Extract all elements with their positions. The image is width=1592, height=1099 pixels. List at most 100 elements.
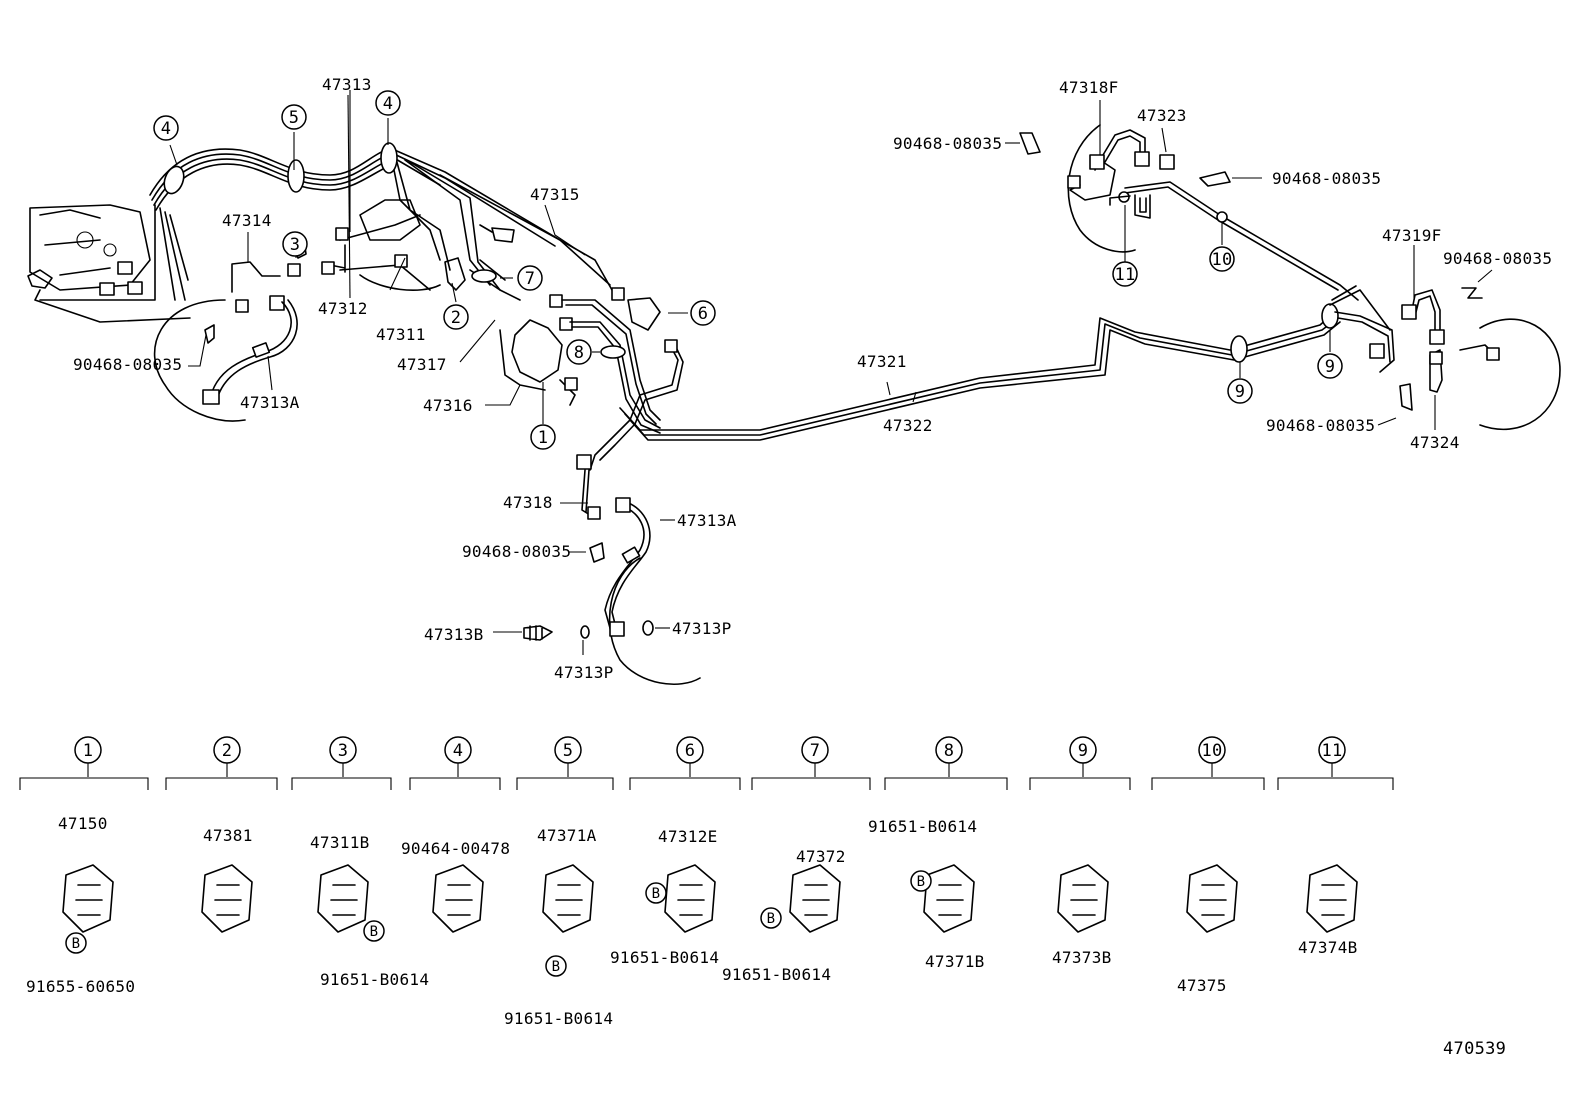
legend-key-9: 9: [1078, 741, 1089, 761]
legend-bracket: [516, 777, 614, 790]
legend-key-11: 11: [1321, 741, 1342, 761]
marker-9b: 9: [1325, 357, 1336, 377]
label-47324: 47324: [1410, 433, 1460, 452]
label-47314: 47314: [222, 211, 272, 230]
part-sketch-3: [317, 864, 369, 933]
part-sketch-11: [1306, 864, 1358, 933]
legend-part-5: 47371A: [537, 826, 597, 845]
marker-9a: 9: [1235, 382, 1246, 402]
legend-bracket: [165, 777, 278, 790]
diagram-id: 470539: [1443, 1039, 1506, 1059]
label-90468-right: 90468-08035: [1443, 249, 1552, 268]
label-47322: 47322: [883, 416, 933, 435]
marker-8: 8: [574, 343, 585, 363]
legend-bracket: [1151, 777, 1265, 790]
label-47313P-left: 47313P: [554, 663, 614, 682]
label-47323: 47323: [1137, 106, 1187, 125]
master-cylinder-assembly: [27, 204, 151, 296]
part-sketch-1: [62, 864, 114, 933]
legend-bracket: [291, 777, 392, 790]
bolt-symbol-letter: B: [917, 874, 926, 890]
label-47316: 47316: [423, 396, 473, 415]
label-47319F: 47319F: [1382, 226, 1442, 245]
part-sketch-2: [201, 864, 253, 933]
clamp-legend: 147150B91655-60650247381347311BB91651-B0…: [19, 736, 1394, 1028]
marker-11: 11: [1114, 265, 1135, 285]
marker-4a: 4: [161, 119, 172, 139]
legend-part-7: 47372: [796, 847, 846, 866]
label-47311: 47311: [376, 325, 426, 344]
bolt-symbol-letter: B: [72, 936, 81, 952]
legend-part-8: 47371B: [925, 952, 985, 971]
label-47315: 47315: [530, 185, 580, 204]
marker-6: 6: [698, 304, 709, 324]
legend-part-3: 47311B: [310, 833, 370, 852]
front-brake-pipe-bundle: [34, 142, 611, 323]
rear-right-upper-assembly: [1067, 124, 1359, 301]
bolt-symbol-letter: B: [767, 911, 776, 927]
label-90468-center: 90468-08035: [462, 542, 571, 561]
label-47317: 47317: [397, 355, 447, 374]
legend-bolt-6: 91651-B0614: [610, 948, 719, 967]
legend-part-6: 47312E: [658, 827, 718, 846]
part-sketch-5: [542, 864, 594, 933]
label-47313P-right: 47313P: [672, 619, 732, 638]
front-left-wheel-hose: [153, 239, 307, 422]
legend-part-4: 90464-00478: [401, 839, 510, 858]
bolt-symbol: [760, 907, 782, 929]
legend-part-11: 47374B: [1298, 938, 1358, 957]
leader-lines: [169, 90, 1493, 655]
label-47318: 47318: [503, 493, 553, 512]
label-47313: 47313: [322, 75, 372, 94]
rear-brake-pipes: [619, 285, 1395, 441]
legend-key-7: 7: [810, 741, 821, 761]
legend-part-10: 47375: [1177, 976, 1227, 995]
legend-part-1: 47150: [58, 814, 108, 833]
label-47313A-center: 47313A: [677, 511, 737, 530]
legend-key-8: 8: [944, 741, 955, 761]
marker-4b: 4: [383, 94, 394, 114]
legend-bracket: [751, 777, 871, 790]
bolt-symbol: [363, 920, 385, 942]
legend-group-8: 8 47371B B 91651-B0614: [868, 736, 1008, 971]
bolt-symbol: [645, 882, 667, 904]
label-90468-topright: 90468-08035: [1272, 169, 1381, 188]
center-pipe-section: [321, 199, 515, 291]
part-sketch-6: [664, 864, 716, 933]
label-90468-left: 90468-08035: [73, 355, 182, 374]
legend-bracket: [19, 777, 149, 790]
label-47312: 47312: [318, 299, 368, 318]
legend-bolt-5: 91651-B0614: [504, 1009, 613, 1028]
legend-bolt-1: 91655-60650: [26, 977, 135, 996]
marker-1: 1: [538, 428, 549, 448]
legend-bracket: [629, 777, 741, 790]
reference-markers: 4 5 4 3 2 7 6 8 1 11 10 9 9: [153, 90, 1343, 450]
part-sketch-10: [1186, 864, 1238, 933]
marker-5: 5: [289, 108, 300, 128]
rear-right-lower-wheel: [1401, 289, 1561, 431]
label-90468-topleft: 90468-08035: [893, 134, 1002, 153]
legend-key-6: 6: [685, 741, 696, 761]
legend-key-2: 2: [222, 741, 233, 761]
bolt-symbol-letter: B: [652, 886, 661, 902]
legend-bolt-7: 91651-B0614: [722, 965, 831, 984]
bolt-symbol: [910, 870, 932, 892]
legend-bracket: [409, 777, 501, 790]
bolt-symbol: [545, 955, 567, 977]
legend-bolt-8: 91651-B0614: [868, 817, 977, 836]
clip-symbols: [1019, 132, 1483, 411]
part-sketch-9: [1057, 864, 1109, 933]
legend-key-3: 3: [338, 741, 349, 761]
label-90468-bottomright: 90468-08035: [1266, 416, 1375, 435]
marker-3: 3: [290, 235, 301, 255]
marker-2: 2: [451, 308, 462, 328]
part-labels: 47313 47314 47312 47311 47317 47316 4731…: [73, 75, 1552, 682]
part-sketch-8: [923, 864, 975, 933]
